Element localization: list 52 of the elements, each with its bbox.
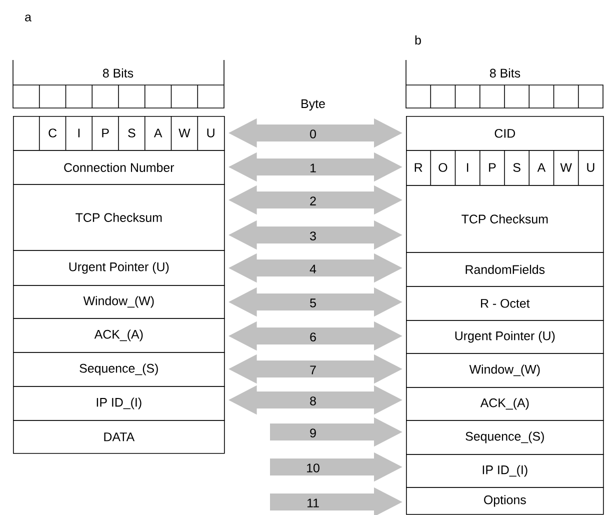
flag-row [406,150,604,186]
byte-number: 9 [309,428,317,438]
flag-letter: S [513,163,520,172]
flag-letter: P [102,128,109,138]
field-box: IP ID_(I) [406,454,604,488]
byte-number: 5 [309,298,317,308]
field-box: DATA [13,420,225,454]
byte-number: 3 [309,231,317,241]
flag-letter: W [560,163,572,172]
field-box: Options [406,487,604,515]
field-box: Urgent Pointer (U) [406,320,604,354]
field-box: R - Octet [406,286,604,321]
field-box: ACK_(A) [13,318,225,353]
field-box: RandomFields [406,252,604,287]
field-box: TCP Checksum [13,184,225,251]
text-label: b [415,35,421,45]
byte-number: 7 [309,365,317,375]
flag-letter: O [438,163,448,172]
field-box: CID [406,116,604,151]
text-label: Byte [302,99,325,111]
byte-number: 6 [309,332,317,342]
field-box: Urgent Pointer (U) [13,250,225,286]
flag-row [13,116,225,151]
field-box: Sequence_(S) [406,420,604,455]
field-box: Connection Number [13,150,225,185]
byte-number: 1 [309,163,317,173]
field-box: ACK_(A) [406,387,604,421]
field-box: Window_(W) [406,353,604,388]
byte-number: 4 [309,264,317,274]
byte-number: 8 [309,396,317,406]
text-label: a [25,14,32,22]
byte-number: 10 [306,463,320,473]
flag-letter: I [78,128,80,138]
flag-letter: S [128,128,136,138]
field-box: IP ID_(I) [13,386,225,421]
text-label: 8 Bits [490,68,520,78]
byte-number: 11 [306,498,320,508]
flag-letter: W [178,128,190,138]
field-box: TCP Checksum [406,185,604,253]
text-label: 8 Bits [102,68,134,78]
field-box: Sequence_(S) [13,352,225,387]
flag-letter: A [154,128,162,138]
flag-letter: P [489,163,496,172]
flag-letter: U [207,128,214,138]
flag-letter: A [537,163,546,172]
field-box: Window_(W) [13,285,225,319]
flag-letter: U [587,163,594,172]
byte-number: 2 [309,196,317,206]
flag-letter: R [414,163,422,172]
flag-letter: I [467,163,468,172]
flag-letter: C [48,128,57,138]
byte-number: 0 [309,129,317,139]
